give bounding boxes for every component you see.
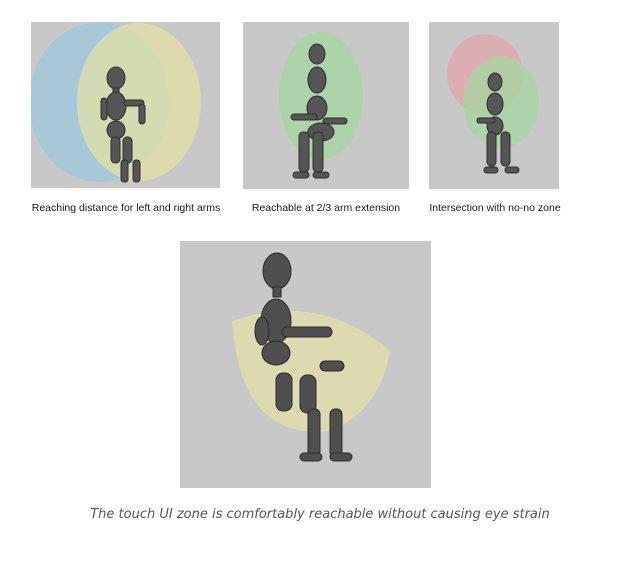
no-no-zone-intersection-image [429,22,559,189]
caption-two-thirds-reach: Reachable at 2/3 arm extension [251,202,401,214]
reach-illustration [279,32,363,179]
mannequin-figure [476,72,520,174]
reach-illustration [31,22,201,183]
touch-ui-zone-image [180,241,431,488]
mannequin-figure [254,252,353,462]
two-thirds-reach-image [243,22,409,189]
mannequin-figure [100,66,146,183]
left-right-reach-image [31,22,220,188]
mannequin-figure [290,43,348,179]
two-thirds-reach-sphere [279,32,363,160]
reach-illustration [447,34,539,174]
figure-caption: The touch UI zone is comfortably reachab… [90,507,550,522]
caption-no-no-intersection: Intersection with no-no zone [429,202,561,214]
touch-ui-zone-illustration [232,252,390,462]
caption-left-right-reach: Reaching distance for left and right arm… [31,202,221,214]
